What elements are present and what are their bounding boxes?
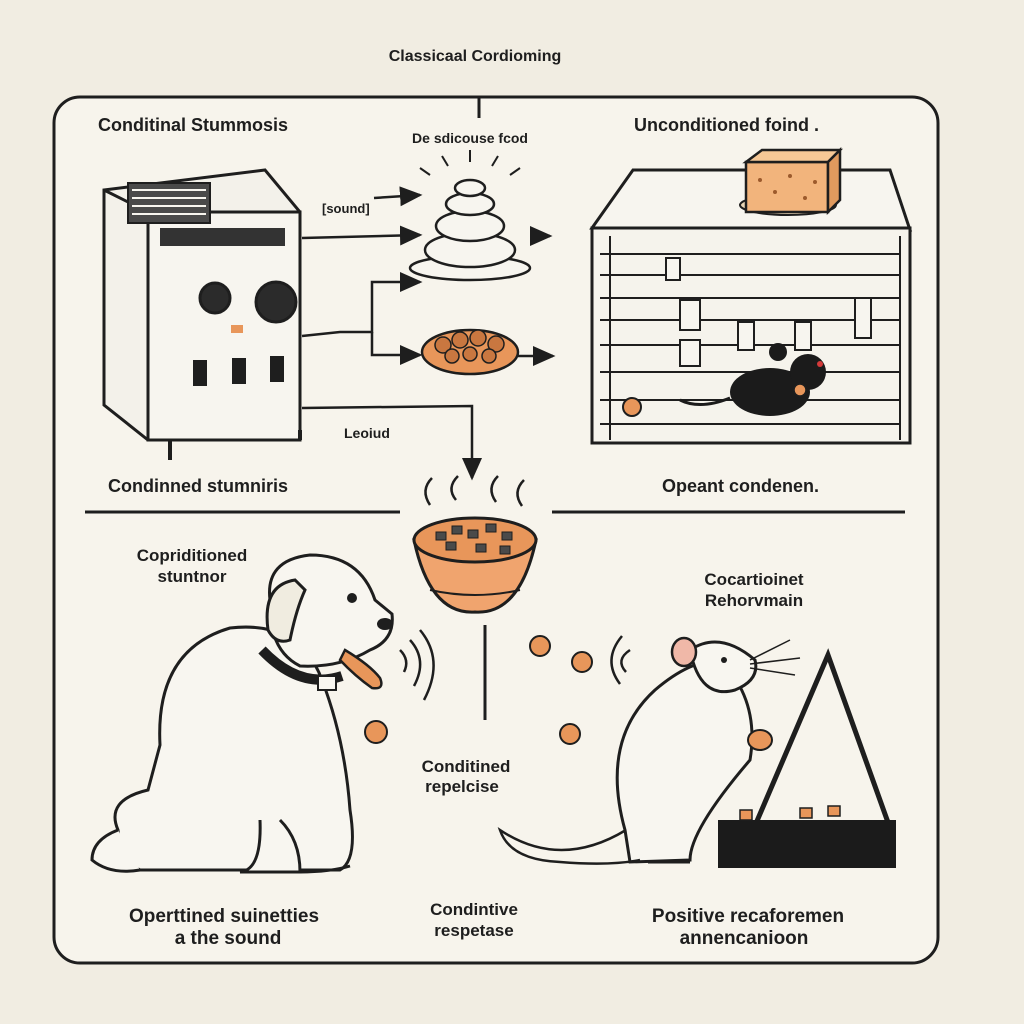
operant-cage-icon: [589, 146, 913, 445]
heading-contingent-reinforcement-line1: Cocartioinet: [704, 570, 804, 589]
heading-delicious-food: De sdicouse fcod: [412, 130, 528, 146]
heading-conditioned-stimulus-line1: Copriditioned: [136, 546, 248, 565]
caption-dog-line2: a the sound: [174, 928, 282, 949]
conditioned-response-line2: repelcise: [425, 777, 499, 796]
rat-icon: [497, 635, 801, 865]
bell-ring-lines: [419, 150, 521, 176]
heading-unconditioned-food: Unconditioned foind .: [634, 115, 819, 135]
caption-rat-line2: annencanioon: [679, 928, 809, 949]
arrow-down: [301, 404, 482, 481]
lever-box-icon: [718, 648, 896, 868]
dog-icon: [90, 553, 435, 874]
arrow-sound: [373, 186, 423, 207]
caption-dog-line1: Operttined suinetties: [128, 906, 320, 927]
caption-middle-line2: respetase: [434, 921, 514, 940]
arrow-to-bell: [301, 225, 423, 246]
sound-tag: [sound]: [322, 201, 370, 216]
diagram-title: Classicaal Cordioming: [388, 48, 562, 65]
heading-conditioned-stimulus-line2: stuntnor: [157, 567, 227, 586]
arrow-to-food: [370, 332, 423, 365]
food-bowl-small-icon: [420, 328, 520, 376]
caption-middle-line1: Condintive: [430, 900, 518, 919]
label-conditioned-stimulus: Condinned stumniris: [108, 476, 288, 496]
label-operant-conditioning: Opeant condenen.: [662, 476, 820, 496]
bell-icon: [408, 178, 532, 282]
heading-contingent-reinforcement-line2: Rehorvmain: [704, 591, 804, 610]
caption-rat-line1: Positive recaforemen: [651, 906, 845, 927]
sound-machine-icon: [102, 168, 302, 460]
food-bowl-icon: [412, 516, 538, 614]
smell-lines: [424, 475, 525, 507]
sound-tag-second: Leoiud: [344, 425, 390, 441]
conditioned-response-line1: Conditined: [421, 757, 511, 776]
heading-conditional-stimulus: Conditinal Stummosis: [98, 115, 289, 135]
